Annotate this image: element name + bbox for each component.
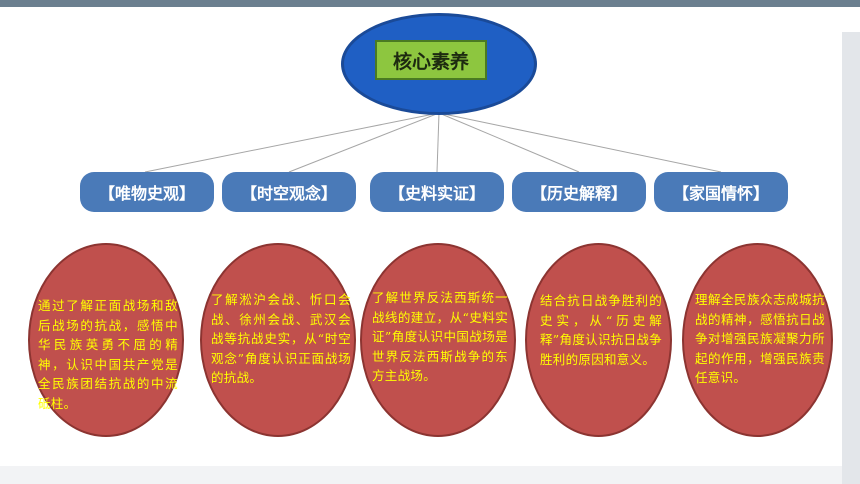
description-oval-1 <box>28 243 184 437</box>
top-accent-bar <box>0 0 860 7</box>
category-family-country-sentiment: 【家国情怀】 <box>654 172 788 212</box>
description-text-4: 结合抗日战争胜利的史实，从“历史解释”角度认识抗日战争胜利的原因和意义。 <box>540 293 662 367</box>
description-oval-5 <box>682 243 833 437</box>
description-text-5: 理解全民族众志成城抗战的精神，感悟抗日战争对增强民族凝聚力所起的作用，增强民族责… <box>695 292 825 385</box>
category-historical-evidence: 【史料实证】 <box>370 172 504 212</box>
description-oval-4 <box>525 243 672 437</box>
category-historical-interpretation: 【历史解释】 <box>512 172 646 212</box>
description-oval-3 <box>360 243 516 437</box>
connector-4 <box>438 112 580 173</box>
description-text-2: 了解淞沪会战、忻口会战、徐州会战、武汉会战等抗战史实，从“时空观念”角度认识正面… <box>211 292 351 385</box>
category-historical-materialism: 【唯物史观】 <box>80 172 214 212</box>
description-text-3: 了解世界反法西斯统一战线的建立，从“史料实证”角度认识中国战场是世界反法西斯战争… <box>372 290 508 383</box>
right-accent-bar <box>842 32 860 484</box>
description-text-1: 通过了解正面战场和敌后战场的抗战，感悟中华民族英勇不屈的精神，认识中国共产党是全… <box>38 298 178 411</box>
connector-2 <box>288 112 440 173</box>
core-literacy-label: 核心素养 <box>375 40 487 80</box>
connector-1 <box>144 112 440 173</box>
description-oval-2 <box>200 243 356 437</box>
connector-3 <box>436 112 440 173</box>
connector-5 <box>438 112 722 173</box>
category-space-time-concept: 【时空观念】 <box>222 172 356 212</box>
bottom-band <box>0 466 842 484</box>
